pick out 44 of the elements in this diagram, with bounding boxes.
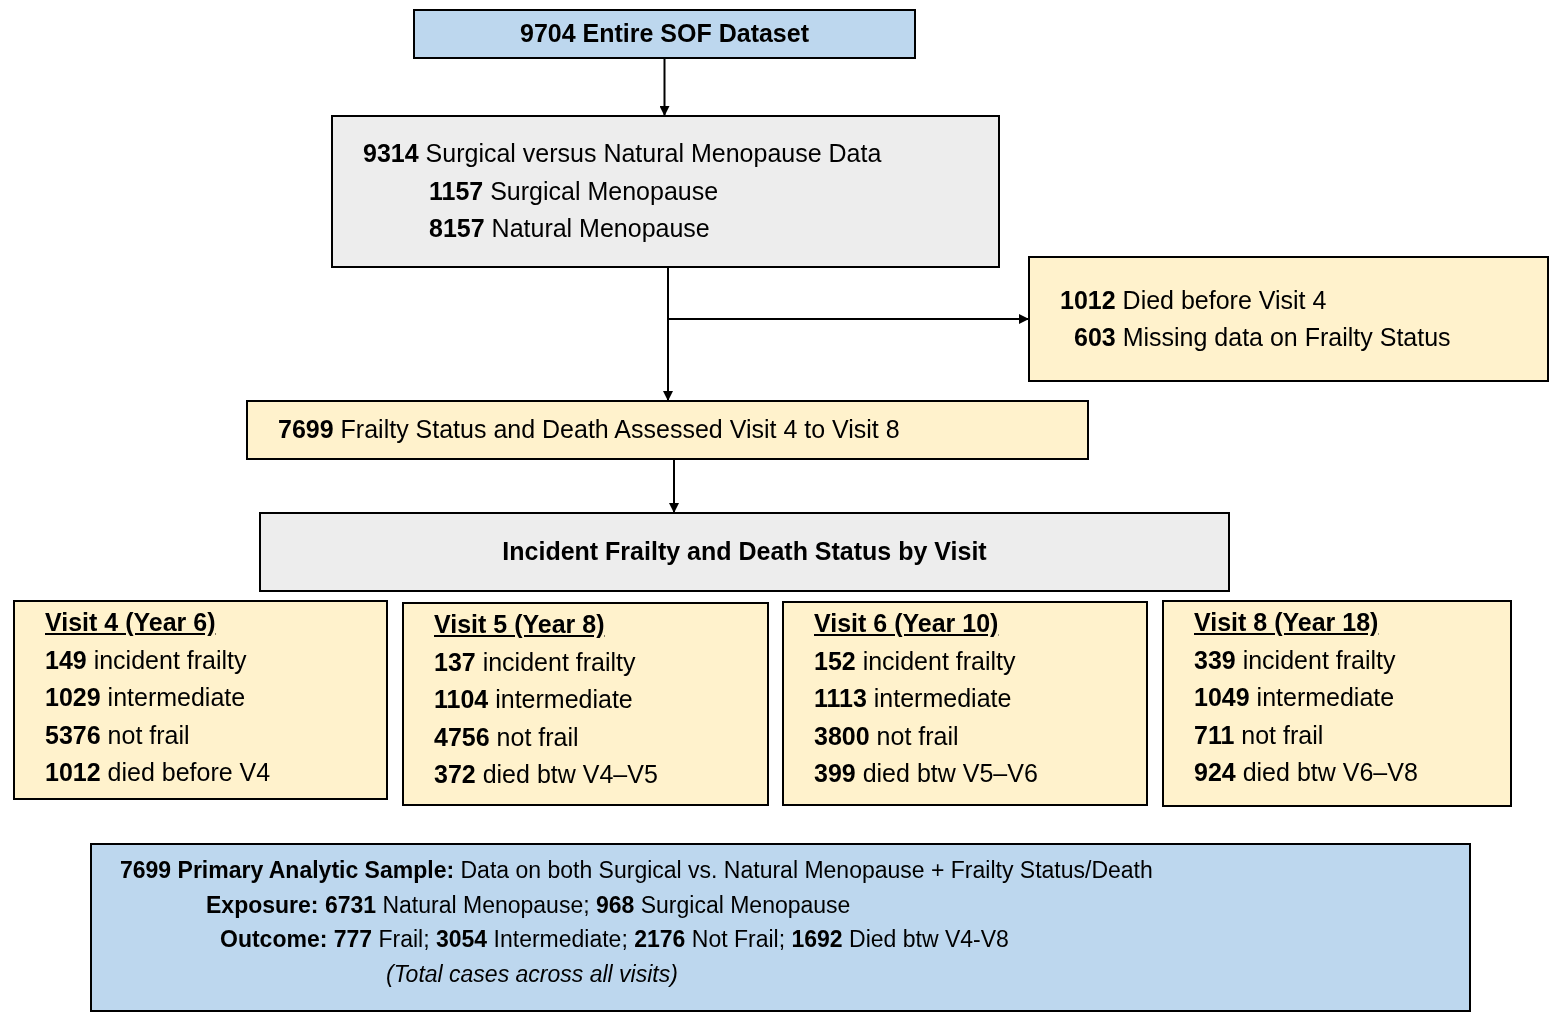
exclusion-box [1028,256,1549,382]
arrow [659,58,670,116]
visit-heading: Visit 8 (Year 18) [1194,607,1379,638]
count-row-text: 1113 intermediate [814,683,1012,714]
box-text: 9704 Entire SOF Dataset [520,18,809,50]
count-row-text: 924 died btw V6–V8 [1194,757,1418,788]
count-row-text: 4756 not frail [434,721,579,753]
visit-box [1162,600,1512,807]
count-row-text: 711 not frail [1194,719,1324,751]
count-row-text: 339 incident frailty [1194,644,1396,676]
box-text: 1157 Surgical Menopause [429,175,719,207]
count-row-text: 5376 not frail [45,719,190,751]
box-text: 1012 Died before Visit 4 [1060,284,1327,316]
visit-box [13,600,388,800]
visit-box [782,601,1148,806]
box-text: Outcome: 777 Frail; 3054 Intermediate; 2176 Not Frail; 1692 Died btw V4-V8 [220,925,1009,954]
header-box [259,512,1230,592]
count-row-text: 1104 intermediate [434,684,633,715]
visit-box [402,602,769,806]
count-row-text: 152 incident frailty [814,645,1016,677]
box-text: 7699 Frailty Status and Death Assessed Visit 4 to Visit 8 [278,414,900,446]
box-text: 8157 Natural Menopause [429,213,710,245]
process-box [246,400,1089,460]
dataset-box [413,9,916,59]
box-text: Incident Frailty and Death Status by Visit [502,536,987,568]
count-row-text: 149 incident frailty [45,644,247,676]
box-text: 603 Missing data on Frailty Status [1074,322,1451,353]
count-row-text: 1012 died before V4 [45,757,271,788]
box-text: 7699 Primary Analytic Sample: Data on both Surgical vs. Natural Menopause + Frailty Status/Death [120,856,1153,885]
count-row-text: 399 died btw V5–V6 [814,758,1038,789]
summary-box [90,843,1471,1012]
visit-heading: Visit 4 (Year 6) [45,607,216,638]
visit-heading: Visit 6 (Year 10) [814,608,999,639]
count-row-text: 137 incident frailty [434,646,636,678]
process-box [331,115,1000,268]
count-row-text: 372 died btw V4–V5 [434,759,658,790]
box-text: 9314 Surgical versus Natural Menopause Data [363,138,882,170]
count-row-text: 1049 intermediate [1194,682,1395,713]
visit-heading: Visit 5 (Year 8) [434,609,605,640]
count-row-text: 1029 intermediate [45,682,246,713]
box-text: Exposure: 6731 Natural Menopause; 968 Surgical Menopause [206,890,851,920]
count-row-text: 3800 not frail [814,720,959,752]
arrow [669,459,679,513]
box-text: (Total cases across all visits) [386,959,678,989]
